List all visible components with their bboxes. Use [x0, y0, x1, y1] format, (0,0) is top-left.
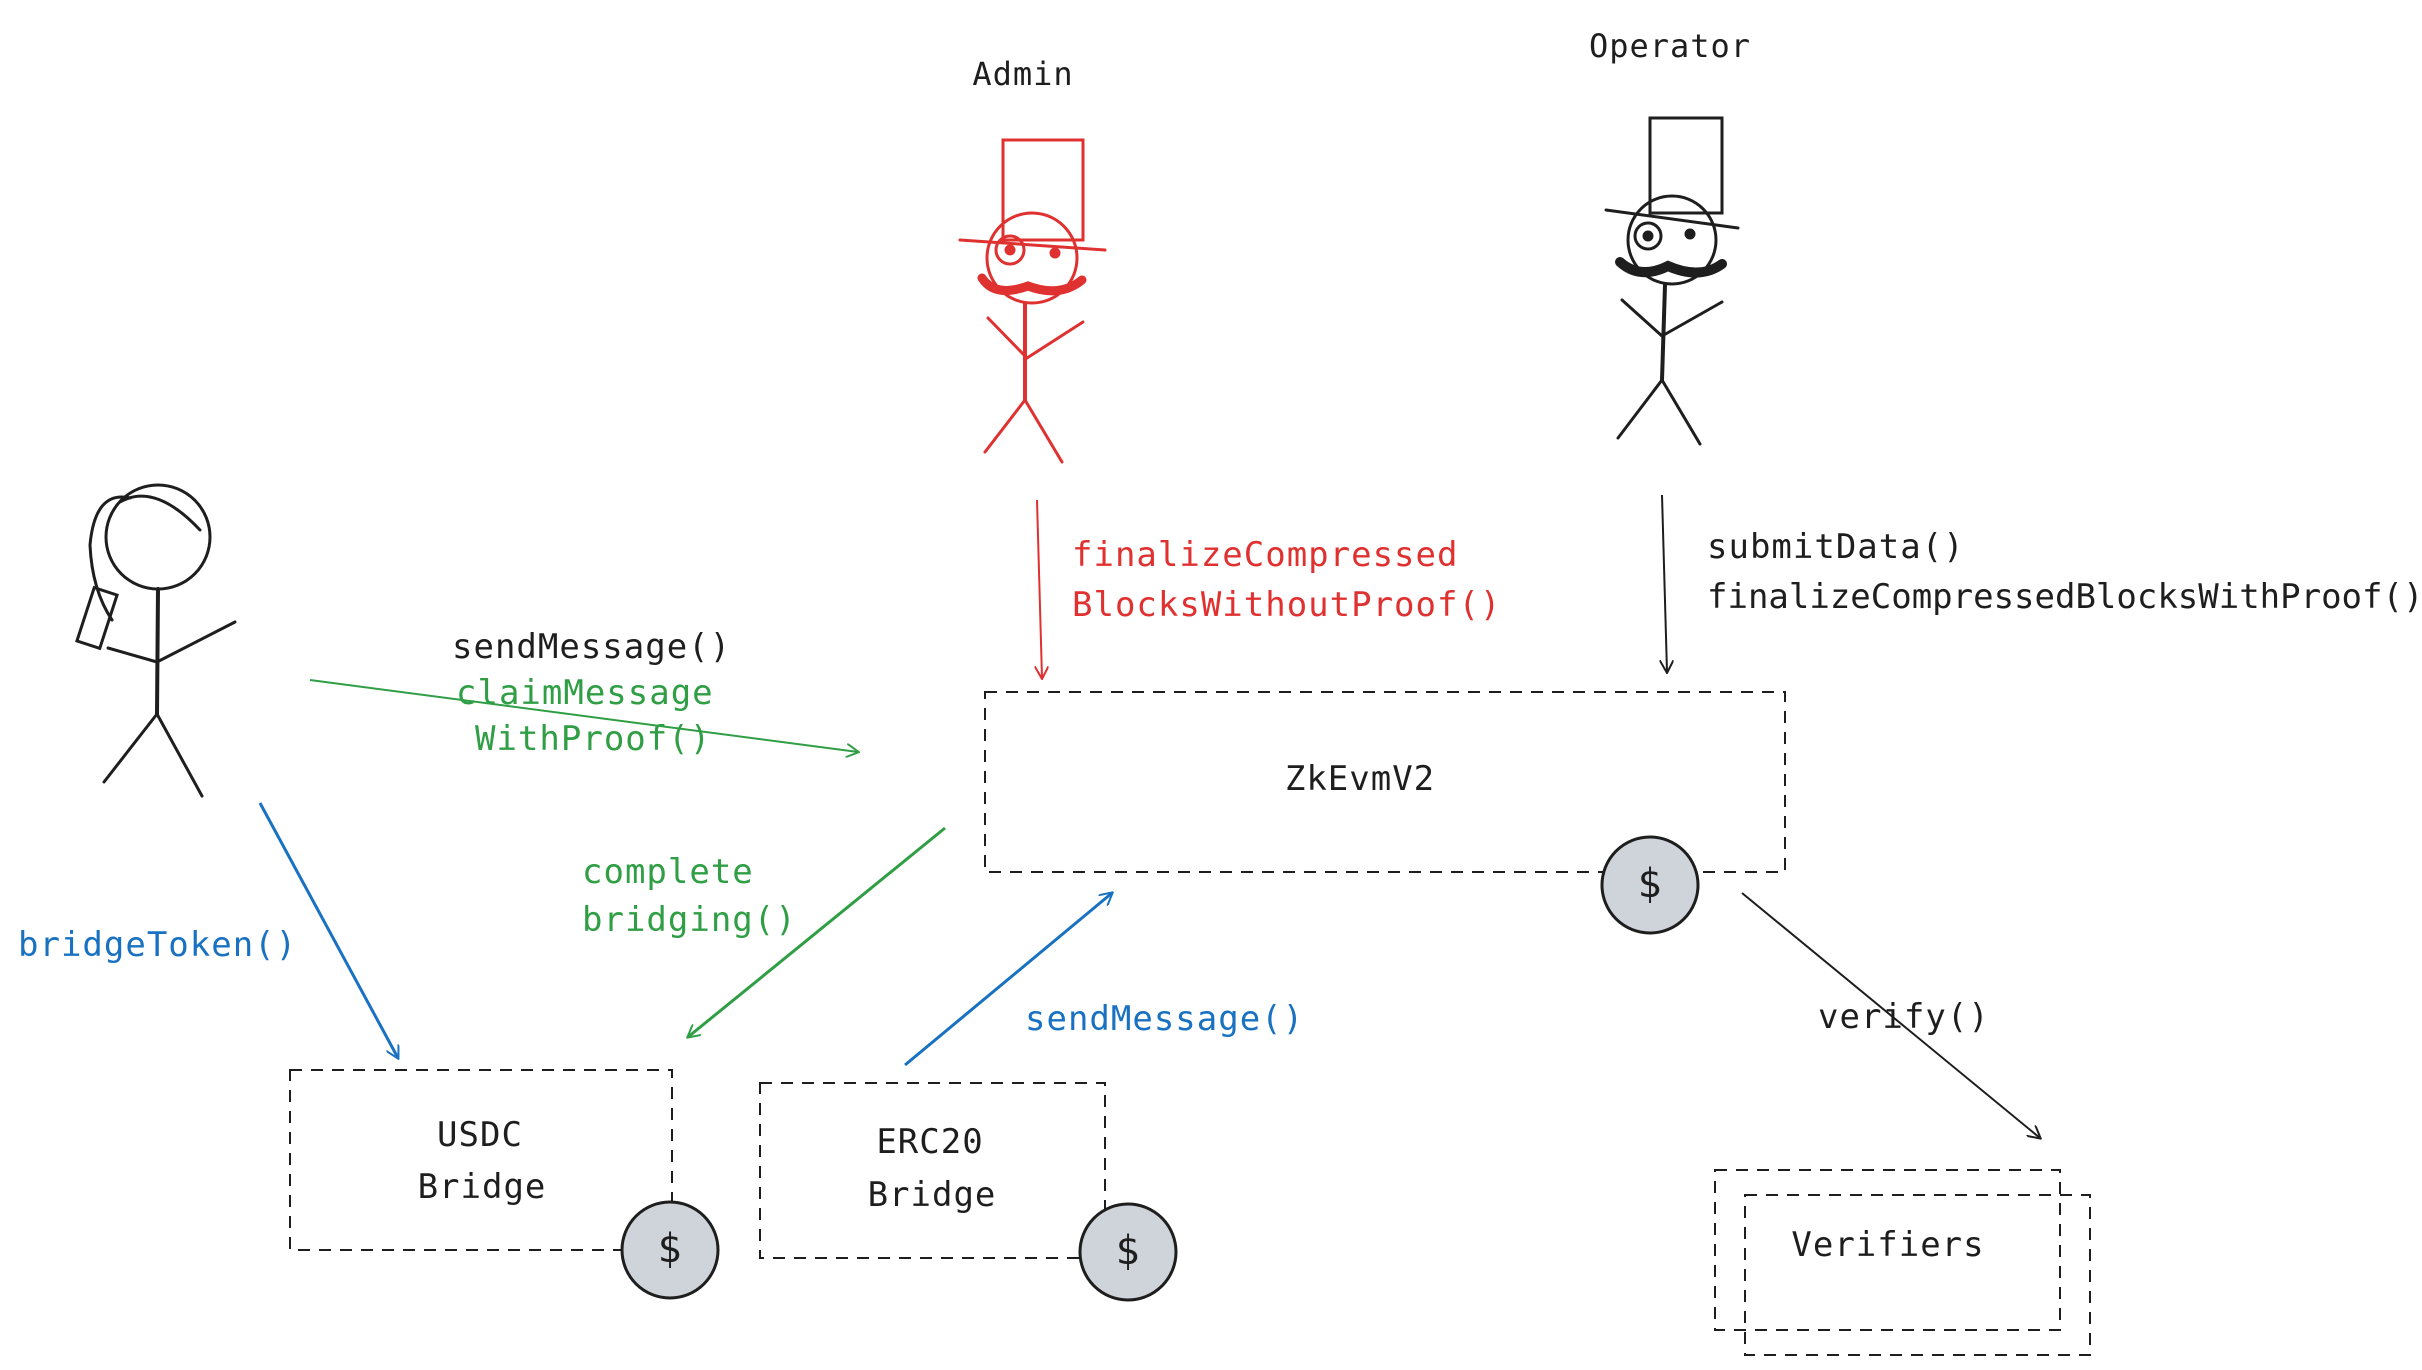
- admin-call-label-line2: BlocksWithoutProof(): [1072, 585, 1502, 625]
- user-message-arrow: [309, 679, 858, 752]
- erc20-send-label: sendMessage(): [1025, 999, 1305, 1039]
- usdc-coin-symbol: $: [657, 1226, 683, 1272]
- usdc-bridge-box: [289, 1069, 673, 1251]
- erc20-coin: [1078, 1202, 1178, 1302]
- erc20-bridge-label-line2: Bridge: [867, 1175, 997, 1215]
- usdc-bridge-label-line2: Bridge: [417, 1167, 547, 1207]
- operator-top-hat: [1604, 116, 1740, 230]
- user-call-label-line3: WithProof(): [475, 719, 712, 759]
- usdc-bridge-label-line1: USDC: [437, 1115, 523, 1155]
- complete-bridging-label-line2: bridging(): [582, 900, 797, 940]
- verifiers-box-front: [1744, 1194, 2091, 1356]
- usdc-coin: [620, 1200, 720, 1300]
- erc20-bridge-label-line1: ERC20: [876, 1122, 984, 1162]
- admin-top-hat: [958, 138, 1107, 252]
- admin-call-label-line1: finalizeCompressed: [1072, 535, 1459, 575]
- erc20-send-arrow: [904, 893, 1112, 1067]
- operator-arrow: [1662, 494, 1667, 672]
- user-figure: [75, 483, 237, 798]
- verify-arrow: [1741, 892, 2040, 1138]
- verifiers-label: Verifiers: [1791, 1225, 1985, 1265]
- operator-label: Operator: [1588, 27, 1752, 65]
- zkevm-coin-symbol: $: [1637, 861, 1663, 907]
- operator-call-label-line1: submitData(): [1707, 527, 1965, 567]
- admin-arrow: [1037, 499, 1042, 678]
- complete-bridging-label-line1: complete: [582, 852, 754, 892]
- user-call-label-line1: sendMessage(): [452, 627, 732, 667]
- bridge-token-arrow: [258, 802, 398, 1058]
- zkevm-box: [984, 691, 1786, 873]
- erc20-coin-symbol: $: [1115, 1228, 1141, 1274]
- erc20-bridge-box: [759, 1082, 1106, 1259]
- admin-monocle: [994, 234, 1026, 266]
- user-ponytail: [88, 495, 132, 622]
- verifiers-box-back: [1714, 1169, 2061, 1331]
- operator-monocle: [1633, 221, 1663, 251]
- operator-mustache: [1615, 257, 1727, 278]
- bridge-token-label: bridgeToken(): [18, 925, 298, 965]
- operator-figure: [1604, 116, 1740, 446]
- zkevm-box-label: ZkEvmV2: [1284, 759, 1436, 799]
- zkevm-coin: [1600, 835, 1700, 935]
- operator-call-label-line2: finalizeCompressedBlocksWithProof(): [1707, 577, 2422, 617]
- operator-head: [1626, 194, 1718, 286]
- admin-mustache: [977, 273, 1087, 296]
- admin-figure: [958, 138, 1107, 464]
- phone-icon: [75, 585, 119, 651]
- user-call-label-line2: claimMessage: [456, 673, 714, 713]
- admin-label: Admin: [972, 55, 1074, 93]
- verify-label: verify(): [1818, 997, 1990, 1037]
- admin-head: [985, 211, 1079, 305]
- complete-bridging-arrow: [688, 826, 946, 1037]
